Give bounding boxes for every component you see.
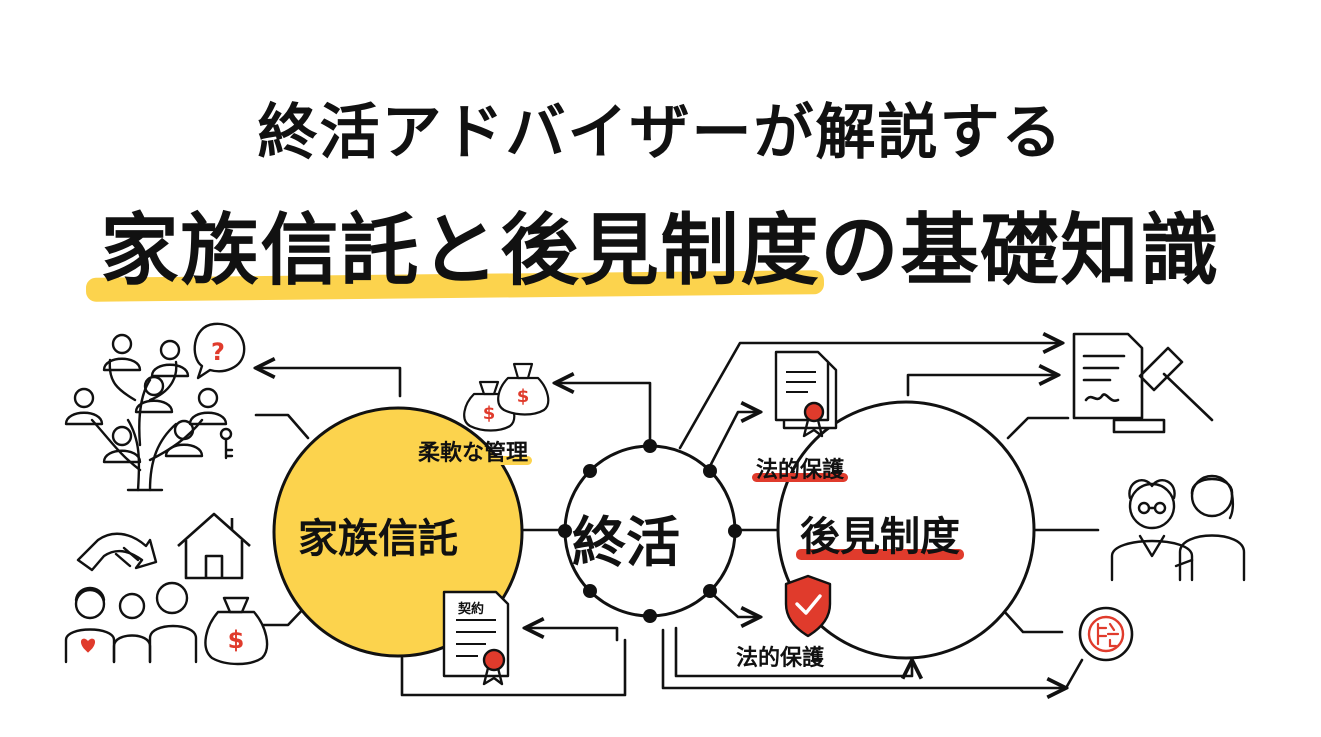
elderly-caregiver-icon bbox=[1110, 474, 1246, 582]
title-rest: の基礎知識 bbox=[820, 206, 1221, 296]
family-icon bbox=[64, 581, 198, 664]
family-tree-icon bbox=[64, 333, 234, 492]
svg-text:$: $ bbox=[483, 403, 496, 424]
money-bag-icon: $ bbox=[204, 596, 269, 666]
contract-label: 契約 bbox=[458, 602, 485, 617]
family-trust-label: 家族信託 bbox=[294, 506, 462, 564]
title-line-2: 家族信託と後見制度の基礎知識 bbox=[0, 188, 1321, 300]
document-seal-icon bbox=[774, 350, 838, 438]
svg-text:$: $ bbox=[228, 626, 245, 654]
flexible-management-label: 柔軟な管理 bbox=[413, 435, 533, 467]
end-of-life-label: 終活 bbox=[572, 511, 680, 574]
money-bags-icon: $ $ bbox=[463, 362, 550, 432]
handshake-icon bbox=[76, 532, 158, 572]
end-of-life-dots bbox=[558, 439, 742, 623]
legal-protection-top-label: 法的保護 bbox=[751, 452, 849, 484]
legal-protection-bottom-label: 法的保護 bbox=[736, 646, 825, 671]
house-icon bbox=[177, 512, 251, 580]
guardianship-circle bbox=[776, 400, 1036, 660]
title-highlight: 家族信託と後見制度 bbox=[100, 188, 820, 300]
svg-text:?: ? bbox=[211, 338, 225, 366]
question-bubble-icon: ? bbox=[193, 322, 246, 380]
connectors bbox=[256, 343, 1100, 695]
court-document-gavel-icon bbox=[1072, 332, 1214, 434]
title-line-1: 終活アドバイザーが解説する bbox=[257, 98, 1064, 168]
seal-stamp-icon bbox=[1078, 606, 1134, 662]
svg-text:$: $ bbox=[517, 386, 530, 407]
contract-document-icon bbox=[442, 590, 510, 686]
guardianship-label: 後見制度 bbox=[796, 504, 964, 562]
shield-check-icon bbox=[784, 574, 832, 638]
